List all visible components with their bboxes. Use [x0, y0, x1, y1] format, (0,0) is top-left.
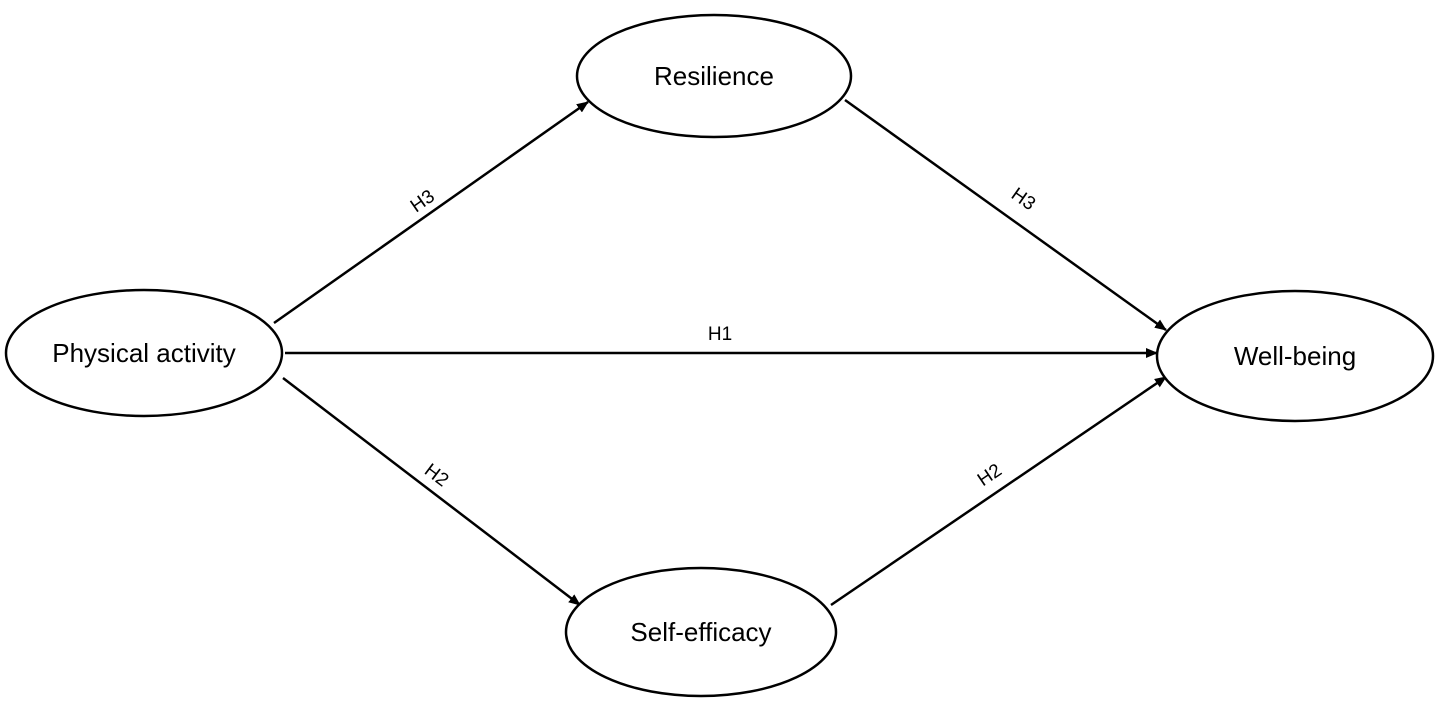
edge-line: [844, 98, 1167, 332]
node-ellipse: [564, 566, 838, 698]
edge-line: [830, 375, 1167, 607]
edge-label-h2-lower-right: H2: [974, 460, 1006, 491]
node-label-well-being: Well-being: [1234, 341, 1356, 371]
node-label-self-efficacy: Self-efficacy: [630, 617, 771, 647]
edge-self-efficacy-to-well-being: H2: [830, 375, 1167, 607]
edge-label-h1: H1: [708, 324, 732, 345]
edge-physical-activity-to-resilience: H3: [273, 100, 589, 325]
node-label-physical-activity: Physical activity: [52, 338, 236, 368]
node-ellipse: [575, 13, 853, 139]
edge-physical-activity-to-well-being: H1: [285, 324, 1158, 358]
edge-label-h3-upper-right: H3: [1007, 184, 1039, 215]
node-well-being: Well-being: [1155, 289, 1435, 423]
edge-physical-activity-to-self-efficacy: H2: [282, 377, 581, 606]
edge-resilience-to-well-being: H3: [844, 98, 1167, 332]
edge-line: [273, 100, 589, 325]
node-resilience: Resilience: [575, 13, 853, 139]
edge-label-h3-upper-left: H3: [407, 186, 439, 217]
node-physical-activity: Physical activity: [4, 288, 284, 418]
edge-line: [282, 377, 581, 606]
node-ellipse: [1155, 289, 1435, 423]
node-self-efficacy: Self-efficacy: [564, 566, 838, 698]
node-ellipse: [4, 288, 284, 418]
node-label-resilience: Resilience: [654, 61, 774, 91]
